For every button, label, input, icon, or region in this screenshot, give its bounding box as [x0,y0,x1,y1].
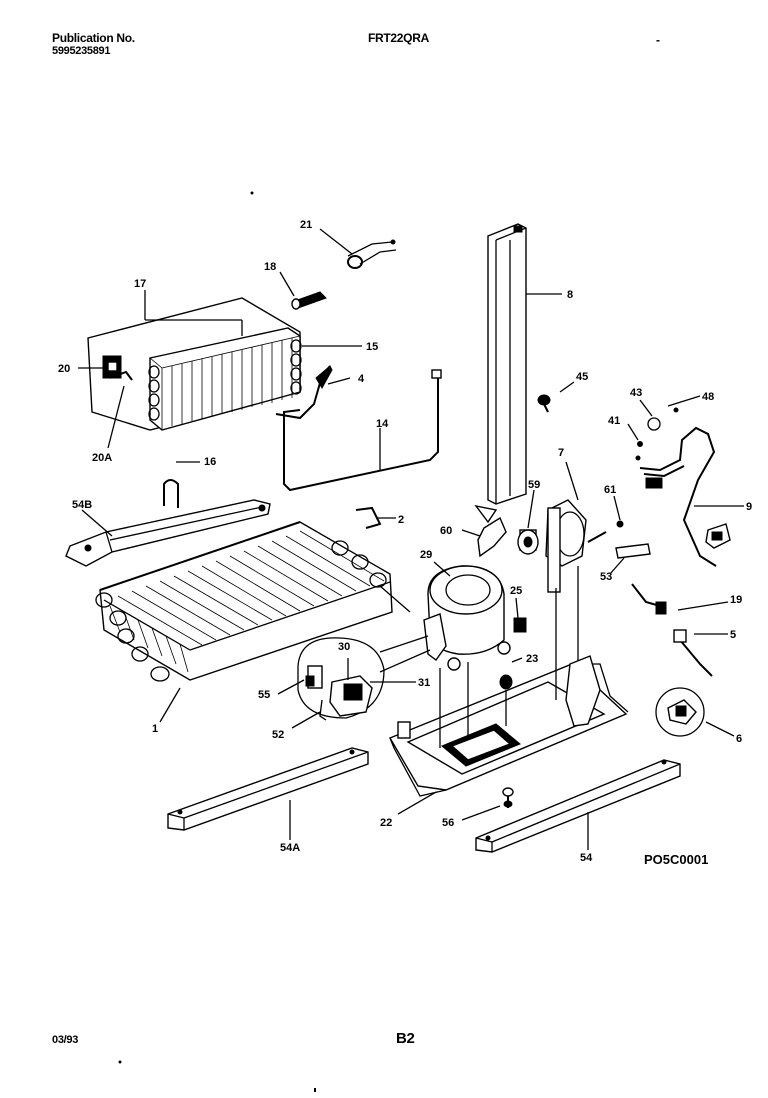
callout-17: 17 [134,278,146,290]
footer-page: B2 [396,1030,415,1047]
tube-19 [615,543,651,559]
callout-6: 5 [730,629,736,641]
evaporator-1 [95,521,411,682]
callout-60: 59 [528,479,540,491]
callout-54: 54 [580,852,593,864]
callout-56: 56 [442,817,454,829]
callout-15: 15 [366,341,378,353]
callout-19: 53 [600,571,612,583]
callout-52: 52 [272,729,284,741]
rail-54 [475,759,681,853]
bracket-20 [102,355,133,381]
callout-59: 7 [558,447,564,459]
callout-20: 20 [58,363,70,375]
wire-harness-7 [639,426,731,567]
callout-61: 60 [440,525,452,537]
small-parts-43-48-41-9 [635,407,679,461]
publication-number: 5995235891 [52,45,111,57]
callout-41: 41 [608,415,620,427]
grommets-25-23 [499,617,527,690]
model-number: FRT22QRA [368,31,429,45]
condenser-coil-15 [148,327,302,431]
footer-date: 03/93 [52,1034,79,1046]
callout-30: 30 [338,641,350,653]
clip-2 [355,506,382,529]
publication-label: Publication No. [52,31,135,45]
fitting-18 [291,291,327,310]
screw-45 [537,394,551,413]
callout-54B: 54B [72,499,92,511]
callout-21: 21 [300,219,312,231]
callout-8: 8 [567,289,573,301]
callout-1: 1 [152,723,158,735]
tubing-14 [275,365,442,492]
bolt-56 [502,787,514,808]
callout-5: 19 [730,594,742,606]
callout-7: 9 [746,501,752,513]
connectors-5-6 [631,583,713,677]
wire-clamp-21 [347,239,397,269]
callout-53: 61 [604,484,616,496]
callout-45: 45 [576,371,588,383]
corner-mark: - [656,33,660,47]
callout-25: 25 [510,585,522,597]
callout-48: 48 [702,391,714,403]
callout-22: 22 [380,817,392,829]
callout-43: 43 [630,387,642,399]
relay-detail-bubble [297,635,431,721]
callout-16: 16 [204,456,216,468]
fan-assembly-59-60-61 [474,499,624,593]
callout-54A: 54A [280,842,300,854]
callout-57: 6 [736,733,742,745]
callout-2: 2 [398,514,404,526]
callout-14: 14 [376,418,389,430]
callout-20A: 20A [92,452,112,464]
callout-31: 31 [418,677,430,689]
detail-57 [655,687,705,737]
bracket-54B [65,499,271,567]
reference-code: PO5C0001 [644,852,708,867]
clip-16 [163,479,179,508]
rail-54A [167,747,369,831]
callout-29: 29 [420,549,432,561]
compressor-29 [423,565,511,671]
leader-lines [78,228,744,850]
callout-18: 18 [264,261,276,273]
callout-23: 23 [526,653,538,665]
callout-labels: 21 18 17 15 20 4 20A 14 16 54B 2 1 55 30… [58,219,752,867]
channel-8 [487,223,527,505]
callout-4: 4 [358,373,365,385]
callout-55: 55 [258,689,270,701]
